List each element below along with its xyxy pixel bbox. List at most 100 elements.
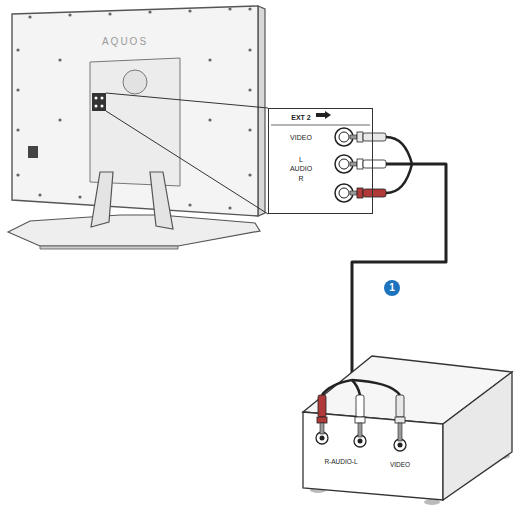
rca-plug [317,395,405,441]
tv-back [90,58,180,186]
tv-screw [248,173,251,176]
jack-panel-face [268,108,373,214]
cable-wire [352,380,400,395]
cable-wire [322,380,400,395]
tv-back [28,146,38,158]
av-device-body [303,412,443,500]
panel-jack [339,159,349,169]
jack-label: R-AUDIO-L [324,458,357,465]
rca-plug [318,395,326,417]
tv-terminal [95,97,98,100]
jack-panel-face [271,125,370,126]
tv-terminal [92,93,106,111]
rca-plug [355,417,365,423]
cable-wire [352,380,360,395]
jack-panel-face [316,113,325,117]
rca-plug [356,395,364,417]
tv-screw [108,12,111,15]
tv-stand-leg [150,172,173,229]
rca-plug [363,189,386,197]
tv-screw [248,88,251,91]
jack-panel: EXT 2 VIDEO LAUDIO R [268,108,373,214]
tv-terminal [95,105,98,108]
tv-stand-leg [91,172,173,229]
tv-screw [188,9,191,12]
tv-screw [58,118,61,121]
av-cable [352,164,446,380]
tv-screw [28,15,31,18]
rca-plug [350,135,357,139]
tv-screw [78,195,81,198]
tv-screw [16,173,19,176]
device-jack [320,436,325,441]
rca-plug [350,132,386,198]
zoom-line [106,93,268,108]
rca-plug [357,159,363,169]
tv-screw [228,206,231,209]
tv-stand-leg [91,172,113,227]
rca-plug [357,188,363,198]
cable-wire [322,380,352,395]
device-jack [398,443,403,448]
rca-plug [396,395,404,417]
cable-wire [386,137,412,193]
jack-label: AUDIO [290,165,312,173]
tv-stand [40,246,178,249]
tv-screw [68,13,71,16]
panel-jack [339,132,349,142]
tv-screw [248,48,251,51]
tv-terminal [101,105,104,108]
tv-screw [58,58,61,61]
jack-label: R [298,175,303,183]
tv-screw [248,128,251,131]
zoom-line [106,111,268,214]
av-device-body [303,356,512,505]
port-name: EXT 2 [291,114,310,122]
rca-plug [357,132,363,142]
tv-screw [248,7,251,10]
rca-plug [320,423,324,434]
tv-screw [188,203,191,206]
cable-wire [386,137,412,164]
tv-back [12,6,265,216]
tv-terminal [92,93,106,111]
jack-panel-face [268,108,373,214]
device-jack [358,439,363,444]
tv-screw [148,10,151,13]
tv-stand [8,215,260,249]
rca-plug [363,160,386,168]
tv-stand [8,215,260,246]
tv-screw [38,193,41,196]
tv-back [123,70,147,94]
rca-plug [398,423,402,441]
av-device-body [443,372,512,500]
tv-screw [16,128,19,131]
tv-screw [208,58,211,61]
brand-name: AQUOS [102,36,148,47]
rca-plug [363,133,386,141]
tv-screw [16,48,19,51]
tv-back [258,6,265,216]
rca-plug [350,162,357,166]
tv-screw [208,118,211,121]
tv-screw [16,88,19,91]
cable-wire [386,164,412,193]
rca-plug [350,191,357,195]
panel-jack [339,188,349,198]
tv-terminal [101,97,104,100]
jack-label: VIDEO [390,461,410,468]
jack-label: L [299,156,303,164]
rca-plug [358,423,362,437]
zoom-line [106,93,268,214]
rca-plug [317,417,327,423]
tv-screw [228,7,231,10]
callout-number: 1 [384,280,400,296]
jack-label: VIDEO [290,134,312,142]
av-device: R-AUDIO-L VIDEO [303,380,443,500]
jack-panel-face [325,111,331,119]
rca-plug [395,417,405,423]
tv-screw [16,7,251,209]
